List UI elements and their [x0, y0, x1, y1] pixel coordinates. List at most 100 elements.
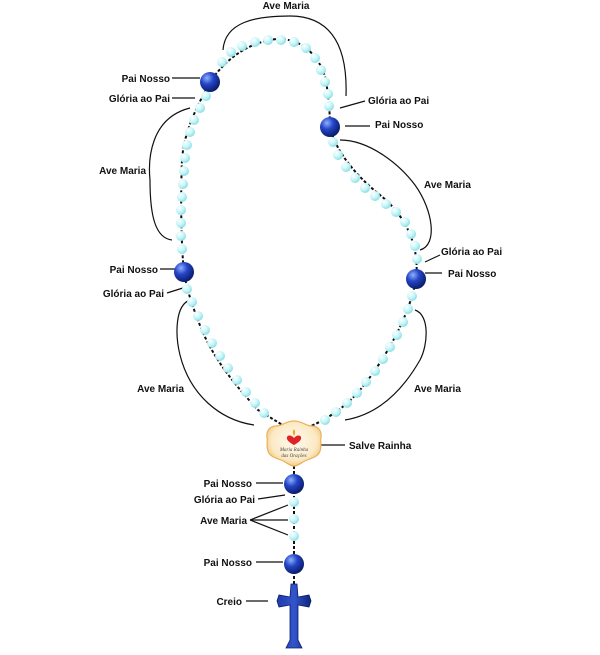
heart-icon — [286, 435, 302, 445]
small-bead — [360, 183, 370, 193]
label-salve-rainha: Salve Rainha — [349, 441, 412, 452]
label-pai-nosso-stem-1: Pai Nosso — [204, 479, 252, 490]
small-bead — [320, 415, 330, 425]
bracket-left-upper — [148, 107, 191, 241]
small-bead — [403, 304, 413, 314]
small-bead — [331, 407, 341, 417]
small-bead — [177, 244, 187, 254]
small-bead — [176, 218, 186, 228]
small-bead — [215, 351, 225, 361]
small-bead — [398, 317, 408, 327]
small-bead — [370, 191, 380, 201]
small-bead — [226, 47, 236, 57]
label-left-lower-ave-maria: Ave Maria — [137, 384, 184, 395]
small-bead — [391, 207, 401, 217]
label-gloria-right-2: Glória ao Pai — [441, 247, 502, 258]
label-right-upper-ave-maria: Ave Maria — [424, 180, 471, 191]
label-pai-nosso-2: Pai Nosso — [110, 265, 158, 276]
label-right-lower-ave-maria: Ave Maria — [414, 384, 461, 395]
small-bead — [263, 35, 273, 45]
label-pai-nosso-stem-2: Pai Nosso — [204, 558, 252, 569]
small-bead — [320, 77, 330, 87]
small-bead — [385, 342, 395, 352]
label-pai-nosso-1: Pai Nosso — [122, 74, 170, 85]
label-gloria-stem: Glória ao Pai — [194, 495, 255, 506]
small-bead — [301, 43, 311, 53]
small-bead — [185, 127, 195, 137]
medal-line-2: das Orações — [281, 454, 306, 459]
small-bead — [378, 354, 388, 364]
label-pai-nosso-right-1: Pai Nosso — [375, 120, 423, 131]
small-bead — [323, 89, 333, 99]
small-bead — [232, 375, 242, 385]
small-bead — [180, 153, 190, 163]
small-bead — [333, 150, 343, 160]
large-bead — [284, 554, 304, 574]
small-bead — [182, 284, 192, 294]
small-bead — [177, 192, 187, 202]
pai-nosso-beads — [174, 72, 426, 574]
small-bead — [400, 217, 410, 227]
small-bead — [289, 497, 299, 507]
small-bead — [289, 531, 299, 541]
medal: Maria Rainha das Orações — [266, 420, 322, 467]
flame-icon — [292, 429, 296, 436]
small-bead — [237, 41, 247, 51]
small-bead — [392, 330, 402, 340]
large-bead — [200, 72, 220, 92]
large-bead — [174, 262, 194, 282]
small-bead — [182, 140, 192, 150]
cross-icon — [276, 583, 312, 649]
small-bead — [352, 388, 362, 398]
small-bead — [207, 338, 217, 348]
label-left-upper-ave-maria: Ave Maria — [99, 166, 146, 177]
label-pai-nosso-right-2: Pai Nosso — [448, 269, 496, 280]
small-bead — [178, 179, 188, 189]
label-ave-maria-stem: Ave Maria — [200, 516, 247, 527]
small-bead — [350, 173, 360, 183]
small-bead — [407, 291, 417, 301]
large-bead — [284, 474, 304, 494]
small-bead — [217, 57, 227, 67]
label-gloria-2: Glória ao Pai — [103, 289, 164, 300]
small-bead — [370, 366, 380, 376]
small-bead — [276, 35, 286, 45]
small-bead — [195, 103, 205, 113]
small-bead — [250, 398, 260, 408]
small-bead — [289, 514, 299, 524]
small-bead — [328, 137, 338, 147]
labels: Ave Maria Pai Nosso Glória ao Pai Ave Ma… — [99, 1, 502, 608]
large-bead — [320, 117, 340, 137]
label-gloria-right-1: Glória ao Pai — [368, 96, 429, 107]
small-bead — [200, 325, 210, 335]
medal-line-1: Maria Rainha — [279, 448, 309, 453]
small-bead — [289, 37, 299, 47]
label-gloria-1: Glória ao Pai — [109, 94, 170, 105]
small-bead — [410, 241, 420, 251]
small-bead — [381, 199, 391, 209]
crucifix — [276, 583, 312, 649]
small-bead — [176, 205, 186, 215]
ave-maria-beads — [176, 35, 422, 541]
small-bead — [341, 162, 351, 172]
small-bead — [241, 387, 251, 397]
label-top-ave-maria: Ave Maria — [263, 1, 310, 12]
small-bead — [259, 408, 269, 418]
small-bead — [316, 65, 326, 75]
small-bead — [412, 254, 422, 264]
bracket-right-lower — [344, 309, 427, 421]
small-bead — [201, 91, 211, 101]
small-bead — [324, 101, 334, 111]
bracket-left-lower — [176, 299, 255, 426]
large-bead — [406, 269, 426, 289]
small-bead — [179, 166, 189, 176]
bracket-right-upper — [339, 139, 432, 251]
small-bead — [189, 115, 199, 125]
small-bead — [250, 37, 260, 47]
label-creio: Creio — [216, 597, 242, 608]
small-bead — [342, 398, 352, 408]
small-bead — [406, 229, 416, 239]
small-bead — [223, 363, 233, 373]
